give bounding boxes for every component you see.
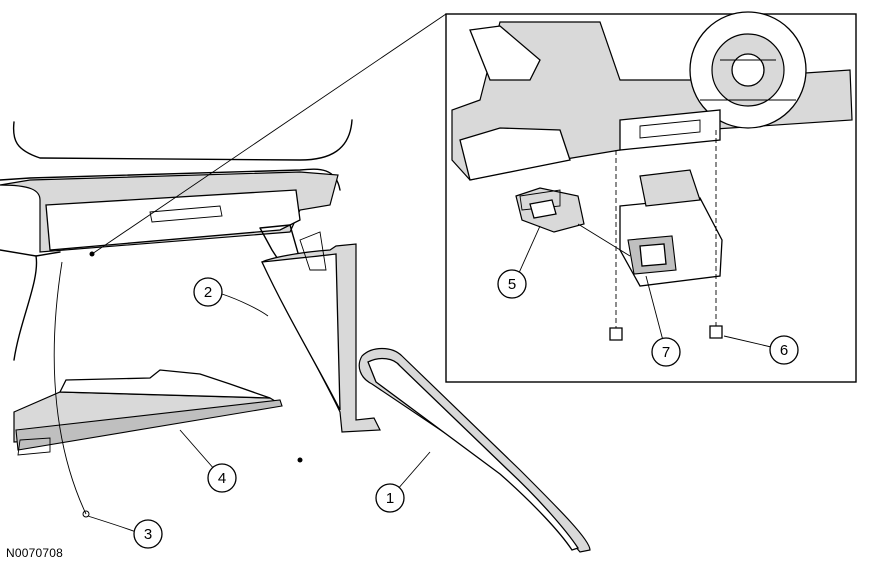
callout-1: 1 (375, 483, 405, 513)
instrument-panel-drawing (0, 119, 353, 361)
svg-text:5: 5 (508, 276, 516, 293)
side-trim-panel (261, 231, 381, 433)
scuff-trim-strip (358, 347, 591, 553)
svg-text:7: 7 (662, 344, 670, 361)
callout-5: 5 (497, 269, 527, 299)
callout-7: 7 (651, 337, 681, 367)
callout-4: 4 (207, 463, 237, 493)
callout-3: 3 (133, 519, 163, 549)
svg-text:3: 3 (144, 526, 152, 543)
svg-text:2: 2 (204, 284, 212, 301)
callout-6: 6 (769, 335, 799, 365)
figure-code: N0070708 (6, 546, 63, 560)
svg-text:1: 1 (386, 490, 394, 507)
detail-inset (445, 11, 857, 383)
lower-support-bracket (13, 369, 303, 518)
svg-text:4: 4 (218, 470, 226, 487)
svg-text:6: 6 (780, 342, 788, 359)
inset-leader-line (91, 13, 447, 255)
callout-2: 2 (193, 277, 223, 307)
